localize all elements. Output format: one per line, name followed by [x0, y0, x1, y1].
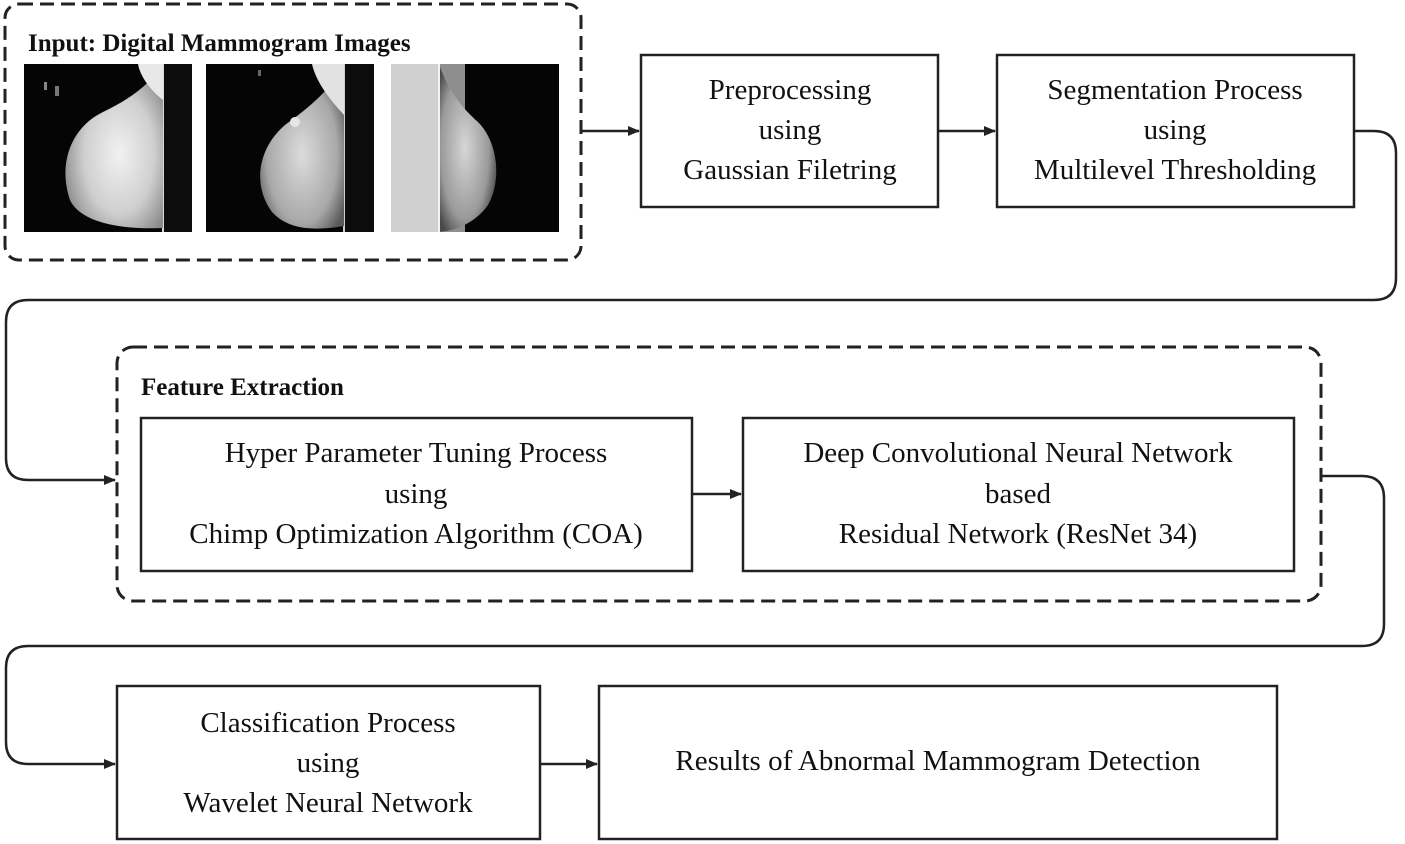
feature-extraction-group: Feature Extraction [115, 345, 1323, 603]
results-line-1: Results of Abnormal Mammogram Detection [675, 745, 1201, 777]
segmentation-line-3: Multilevel Thresholding [1034, 154, 1316, 186]
classification-box: Classification Process using Wavelet Neu… [115, 684, 542, 841]
preprocessing-line-1: Preprocessing [709, 74, 872, 106]
tuning-line-1: Hyper Parameter Tuning Process [225, 437, 608, 469]
feature-extraction-label: Feature Extraction [141, 374, 344, 401]
preprocessing-box: Preprocessing using Gaussian Filetring [639, 53, 940, 209]
hyperparameter-tuning-box: Hyper Parameter Tuning Process using Chi… [139, 416, 694, 573]
preprocessing-line-2: using [759, 114, 822, 146]
segmentation-line-1: Segmentation Process [1047, 74, 1302, 106]
feature-extraction-border [115, 345, 1323, 603]
input-group: Input: Digital Mammogram Images [3, 2, 583, 262]
dcnn-line-1: Deep Convolutional Neural Network [803, 437, 1233, 469]
arrow-dcnn-to-classification [4, 474, 1386, 769]
mammogram-image-3 [391, 64, 559, 232]
arrow-segmentation-to-tuning [4, 129, 1398, 485]
tuning-line-3: Chimp Optimization Algorithm (COA) [189, 518, 643, 550]
results-box: Results of Abnormal Mammogram Detection [597, 684, 1279, 841]
segmentation-box: Segmentation Process using Multilevel Th… [995, 53, 1356, 209]
classification-line-2: using [297, 747, 360, 779]
classification-line-3: Wavelet Neural Network [183, 787, 473, 819]
dcnn-resnet-box: Deep Convolutional Neural Network based … [741, 416, 1296, 573]
dcnn-line-2: based [985, 478, 1052, 510]
segmentation-line-2: using [1144, 114, 1207, 146]
classification-line-1: Classification Process [200, 707, 455, 739]
preprocessing-line-3: Gaussian Filetring [683, 154, 896, 186]
tuning-line-2: using [385, 478, 448, 510]
mammogram-image-2 [206, 64, 374, 232]
dcnn-line-3: Residual Network (ResNet 34) [839, 518, 1197, 550]
mammogram-image-1 [24, 64, 192, 232]
input-group-label: Input: Digital Mammogram Images [28, 30, 411, 57]
